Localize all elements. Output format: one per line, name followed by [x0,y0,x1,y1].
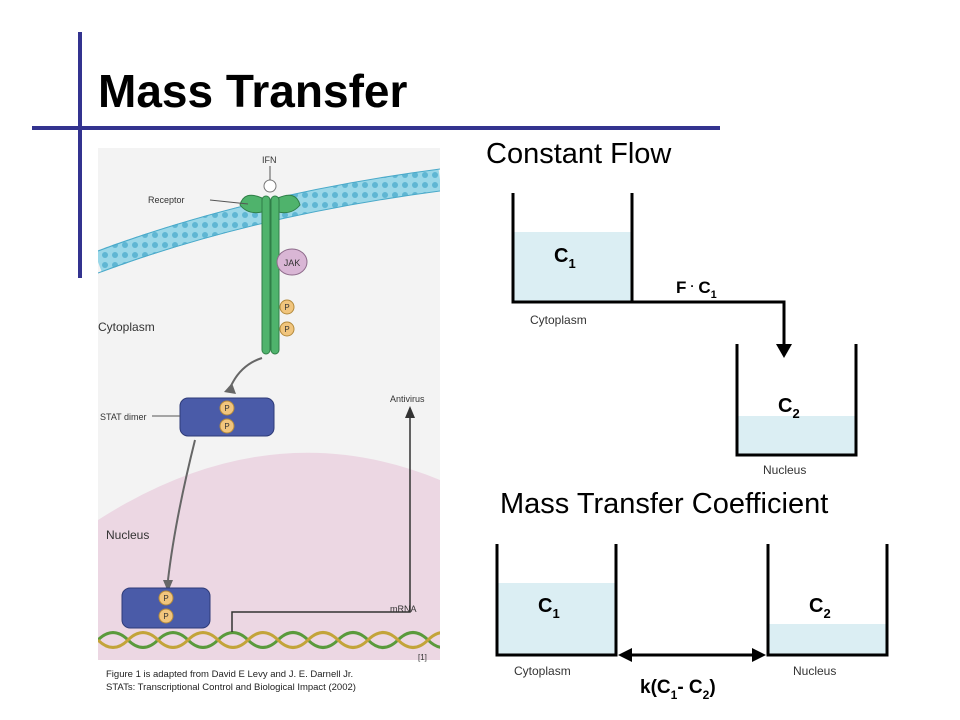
cf-tank1 [511,193,634,304]
receptor-right-arm [277,194,301,214]
translocation-arrowhead [163,580,173,592]
title-accent-vertical-line [78,32,82,278]
mt-tank2 [766,544,889,657]
mt-tank1-caption: Cytoplasm [514,664,571,678]
mass-transfer-heading: Mass Transfer Coefficient [500,488,829,520]
receptor-phosphate-1 [279,299,295,315]
stat-phosphate-2 [219,418,235,434]
stat-dimer-label: STAT dimer [100,412,147,422]
dna-strand-2 [98,631,440,649]
figure-nucleus-label: Nucleus [106,528,150,542]
cf-tank1-liquid [513,232,632,302]
cf-tank2 [735,344,858,457]
ifn-label: IFN [262,155,277,165]
reference-label: [1] [418,653,427,662]
figure-cytoplasm-label: Cytoplasm [98,320,155,334]
receptor-stalk-right [270,195,280,355]
nuclear-phosphate-2 [158,608,174,624]
jak-protein [276,248,308,276]
cf-flow-label: F·C1 [676,278,717,301]
receptor-left-arm [239,194,263,214]
transcription-arrowhead [405,406,415,418]
cf-tank2-liquid [737,416,856,455]
receptor-p1-label: P [284,303,289,312]
receptor-pointer [209,199,249,205]
nuclear-p1-label: P [163,594,168,603]
receptor-label: Receptor [148,195,185,205]
translocation-arrow [167,439,196,581]
slide-title: Mass Transfer [98,65,408,117]
cf-tank2-label: C2 [778,395,800,421]
antivirus-label: Antivirus [390,394,425,404]
caption-line-1: Figure 1 is adapted from David E Levy an… [106,669,354,680]
constant-flow-heading: Constant Flow [486,138,672,170]
transcription-arrow [231,416,411,632]
cf-tank1-label: C1 [554,245,576,271]
mt-equation: k(C1- C2) [640,677,716,702]
cf-tank2-caption: Nucleus [763,463,807,477]
stat-p2-label: P [224,422,229,431]
nuclear-phosphate-1 [158,590,174,606]
mt-tank1 [495,544,618,657]
figure-caption: Figure 1 is adapted from David E Levy an… [106,668,436,694]
caption-line-2: STATs: Transcriptional Control and Biolo… [106,682,356,693]
receptor-phosphate-2 [279,321,295,337]
membrane-edge-inner [98,190,440,274]
jak-label: JAK [284,258,301,268]
mt-tank2-liquid [768,624,887,655]
mt-tank2-label: C2 [809,595,831,621]
cell-membrane [98,169,440,273]
ifn-ligand [263,179,277,193]
cf-flow-arrowhead [776,344,792,358]
mrna-label: mRNA [390,604,417,614]
mt-arrowhead-left [618,648,632,662]
receptor-p2-label: P [284,325,289,334]
receptor-stalk-left [261,195,271,355]
title-accent-horizontal-line [32,126,720,130]
stat-p1-label: P [224,404,229,413]
stat-dimer [179,397,275,437]
mt-tank2-caption: Nucleus [793,664,837,678]
nuclear-p2-label: P [163,612,168,621]
mt-arrowhead-right [752,648,766,662]
cf-flow-pipe [632,300,786,346]
nuclear-stat-dimer [121,587,211,629]
mt-tank1-label: C1 [538,595,560,621]
cf-tank1-caption: Cytoplasm [530,313,587,327]
stat-phosphate-1 [219,400,235,416]
mt-tank1-liquid [497,583,616,655]
activation-arrowhead [224,383,236,394]
